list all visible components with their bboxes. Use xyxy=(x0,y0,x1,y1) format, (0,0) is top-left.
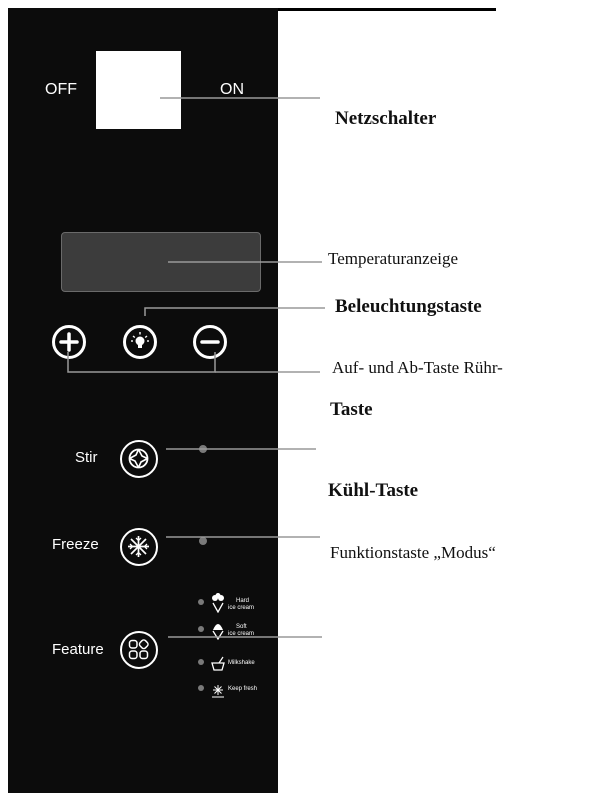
mode-label: Hard ice cream xyxy=(228,598,254,612)
mode-led xyxy=(198,685,204,691)
control-panel: OFF ON Stir xyxy=(8,8,278,793)
stir-icon xyxy=(128,448,149,469)
light-bulb-icon xyxy=(131,332,149,348)
mode-label: Milkshake xyxy=(228,660,255,667)
freeze-label: Freeze xyxy=(52,536,99,553)
soft-ice-cream-icon xyxy=(212,624,224,640)
annotation-funktionstaste: Funktionstaste „Modus“ xyxy=(330,543,496,562)
milkshake-icon xyxy=(211,656,225,671)
mode-led xyxy=(198,599,204,605)
mode-label: Keep fresh xyxy=(228,686,257,693)
minus-button[interactable] xyxy=(193,325,227,359)
annotation-temperaturanzeige: Temperaturanzeige xyxy=(328,249,459,268)
freeze-indicator-led xyxy=(199,537,207,545)
mode-soft-ice-cream: Soft ice cream xyxy=(198,620,288,640)
mode-label: Soft ice cream xyxy=(228,624,254,638)
mode-label-line1: Hard xyxy=(236,598,250,604)
annotation-ruehr-taste: Taste xyxy=(330,399,373,420)
annotation-beleuchtungstaste: Beleuchtungstaste xyxy=(335,296,482,317)
hard-ice-cream-icon xyxy=(212,593,224,613)
on-label: ON xyxy=(220,81,244,98)
annotation-netzschalter: Netzschalter xyxy=(335,108,437,129)
snowflake-icon xyxy=(128,536,149,557)
plus-icon xyxy=(59,332,79,352)
off-label: OFF xyxy=(45,81,77,98)
feature-button[interactable] xyxy=(120,631,158,669)
plus-button[interactable] xyxy=(52,325,86,359)
leader-aufab xyxy=(67,352,216,373)
stir-button[interactable] xyxy=(120,440,158,478)
annotation-kuehl-taste: Kühl-Taste xyxy=(328,480,419,501)
mode-keep-fresh: Keep fresh xyxy=(198,679,288,699)
top-rule xyxy=(278,8,496,11)
mode-led xyxy=(198,659,204,665)
keep-fresh-icon xyxy=(212,685,224,698)
stir-label: Stir xyxy=(75,449,98,466)
annotation-auf-ab-taste: Auf- und Ab-Taste Rühr- xyxy=(332,358,503,377)
mode-label-line1: Soft xyxy=(236,624,247,630)
minus-icon xyxy=(200,340,220,344)
light-button[interactable] xyxy=(123,325,157,359)
mode-label-line1: Keep fresh xyxy=(228,686,258,692)
feature-grid-icon xyxy=(128,639,149,660)
mode-label-line2: ice cream xyxy=(228,605,255,611)
mode-label-line2: ice cream xyxy=(228,631,255,637)
feature-label: Feature xyxy=(52,641,104,658)
mode-milkshake: Milkshake xyxy=(198,653,288,673)
freeze-button[interactable] xyxy=(120,528,158,566)
mode-led xyxy=(198,626,204,632)
mode-label-line1: Milkshake xyxy=(228,660,255,666)
mode-hard-ice-cream: Hard ice cream xyxy=(198,593,288,613)
power-switch[interactable] xyxy=(96,51,181,129)
leader-beleuchtung xyxy=(144,307,325,316)
